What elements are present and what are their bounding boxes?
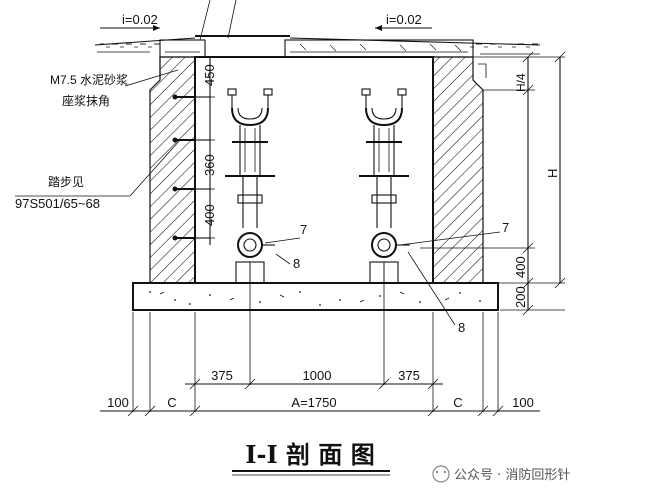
step-rungs [172, 94, 210, 241]
mortar-label-line2: 座浆抹角 [62, 93, 110, 108]
watermark-text: 公众号 · 消防回形针 [454, 467, 570, 483]
hydrant-right [359, 88, 410, 284]
watermark: 公众号 · 消防回形针 [432, 465, 570, 483]
dim-100-right: 100 [512, 395, 534, 410]
dim-375-right: 375 [398, 368, 420, 383]
foundation-slab [132, 282, 499, 311]
chamber-interior [194, 56, 434, 284]
dim-360: 360 [202, 154, 217, 176]
dim-c-right: C [453, 395, 462, 410]
dim-1000: 1000 [303, 368, 332, 383]
dim-400-left: 400 [202, 204, 217, 226]
projection-lines [132, 262, 499, 412]
mortar-label-line1: M7.5 水泥砂浆 [50, 72, 128, 87]
slope-label-left: i=0.02 [100, 12, 160, 31]
callout-7-right: 7 [399, 220, 509, 246]
svg-text:7: 7 [300, 222, 307, 237]
cover-slab [159, 35, 474, 58]
svg-text:7: 7 [502, 220, 509, 235]
slope-text-left: i=0.02 [122, 12, 158, 27]
wechat-icon [432, 465, 450, 483]
bottom-dims-row2: 100 C A=1750 C 100 [100, 395, 540, 417]
left-wall [149, 56, 196, 284]
title-text: I-I 剖 面 图 [245, 440, 374, 469]
dim-200: 200 [513, 286, 528, 308]
dim-100-left: 100 [107, 395, 129, 410]
drawing-title: I-I 剖 面 图 [232, 440, 390, 476]
right-wall [432, 56, 484, 284]
dim-450: 450 [202, 64, 217, 86]
bottom-dims-row1: 375 1000 375 [185, 368, 443, 390]
dim-a-1750: A=1750 [291, 395, 336, 410]
callout-8-left: 8 [275, 253, 300, 271]
dim-c-left: C [167, 395, 176, 410]
dim-375-left: 375 [211, 368, 233, 383]
callout-8-right: 8 [407, 251, 465, 335]
svg-text:8: 8 [293, 256, 300, 271]
slope-text-right: i=0.02 [386, 12, 422, 27]
hydrant-left [225, 88, 275, 284]
steps-label-line1: 踏步见 [48, 175, 84, 189]
steps-label: 踏步见 97S501/65~68 [15, 139, 181, 211]
right-dim-chain: H/4 H 400 200 [420, 51, 566, 316]
svg-text:8: 8 [458, 320, 465, 335]
dim-h: H [545, 169, 560, 178]
mortar-label: M7.5 水泥砂浆 座浆抹角 [50, 69, 179, 108]
dim-h-quarter: H/4 [514, 73, 528, 92]
ground-surface [94, 37, 541, 55]
slope-label-right: i=0.02 [375, 12, 432, 31]
steps-label-line2: 97S501/65~68 [15, 196, 100, 211]
left-dim-chain: 450 360 400 [202, 56, 217, 245]
dim-400-right: 400 [513, 256, 528, 278]
callout-7-left: 7 [264, 222, 307, 244]
